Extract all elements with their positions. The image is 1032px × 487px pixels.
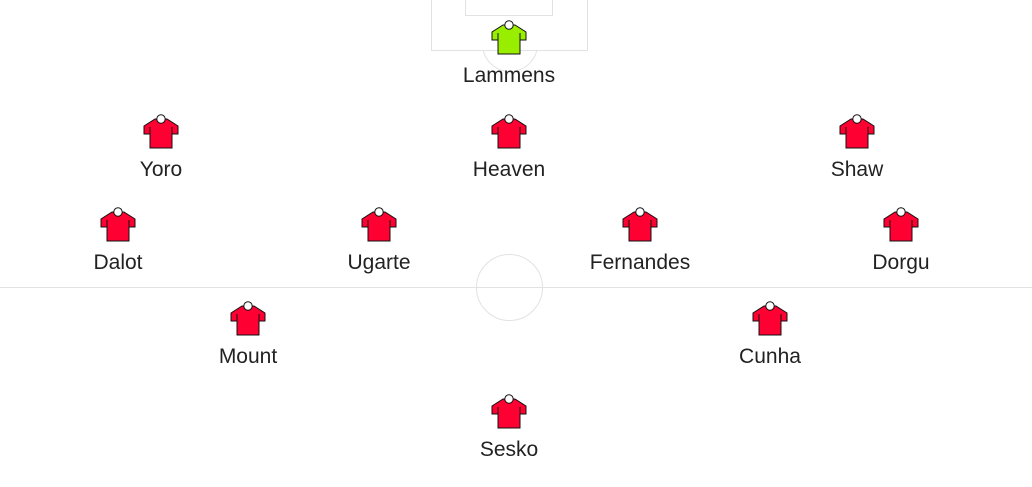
goalkeeper-shirt-icon [490,20,528,56]
player-name: Lammens [462,64,556,87]
player-ugarte[interactable]: Ugarte [299,207,459,275]
player-name: Shaw [830,158,884,181]
six-yard-box [465,0,553,16]
player-shirt-icon [621,207,659,243]
player-name: Mount [218,345,278,368]
player-shirt-icon [99,207,137,243]
player-fernandes[interactable]: Fernandes [560,207,720,275]
player-shirt-icon [751,301,789,337]
player-dorgu[interactable]: Dorgu [821,207,981,275]
player-mount[interactable]: Mount [168,301,328,369]
player-shirt-icon [838,114,876,150]
player-shaw[interactable]: Shaw [777,114,937,182]
player-dalot[interactable]: Dalot [38,207,198,275]
player-name: Sesko [479,438,539,461]
player-cunha[interactable]: Cunha [690,301,850,369]
player-name: Heaven [472,158,546,181]
player-yoro[interactable]: Yoro [81,114,241,182]
player-heaven[interactable]: Heaven [429,114,589,182]
player-name: Yoro [139,158,183,181]
player-lammens[interactable]: Lammens [429,20,589,88]
player-name: Fernandes [589,251,691,274]
player-shirt-icon [360,207,398,243]
player-shirt-icon [490,394,528,430]
player-shirt-icon [490,114,528,150]
player-name: Cunha [739,345,801,368]
player-name: Dorgu [872,251,930,274]
player-sesko[interactable]: Sesko [429,394,589,462]
player-name: Dalot [93,251,143,274]
player-shirt-icon [229,301,267,337]
player-shirt-icon [882,207,920,243]
center-circle [476,254,543,321]
player-shirt-icon [142,114,180,150]
player-name: Ugarte [347,251,411,274]
